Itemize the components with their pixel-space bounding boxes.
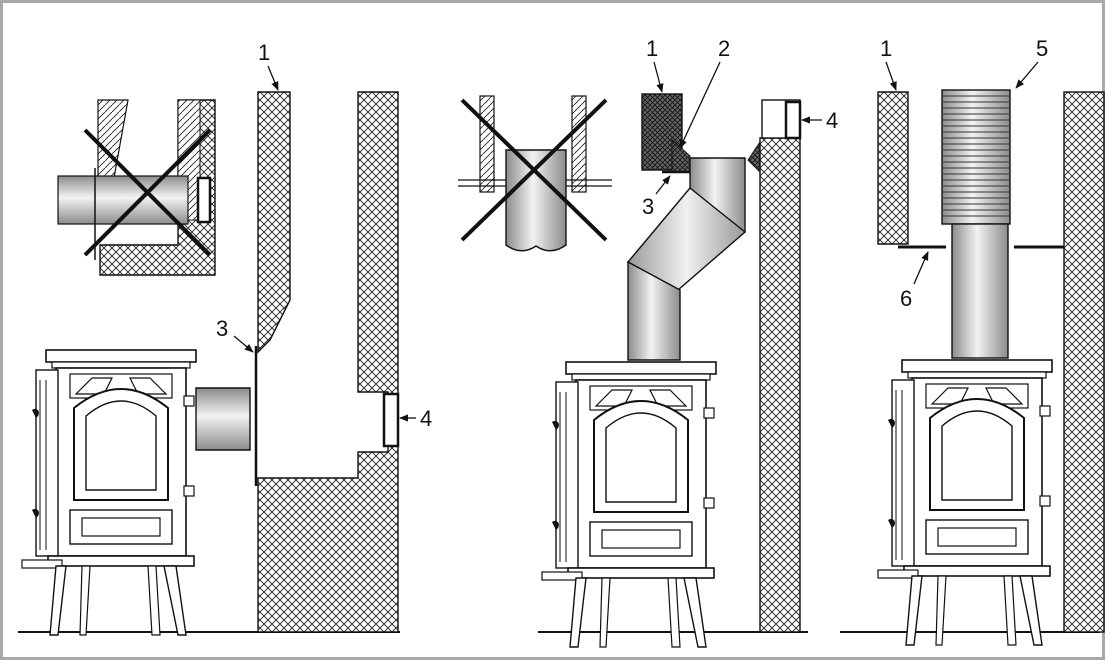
leader-2-middle — [679, 61, 721, 149]
crossed-detail-middle — [458, 95, 612, 252]
leader-1-left — [267, 65, 279, 91]
label-1-right: 1 — [880, 36, 892, 61]
flexible-liner-right — [941, 89, 1011, 225]
chimney-wall-right — [257, 91, 399, 633]
label-3-middle: 3 — [642, 194, 654, 219]
label-4-middle: 4 — [826, 108, 838, 133]
flue-pipe-right — [951, 223, 1009, 359]
leader-1-right — [885, 61, 897, 91]
label-2-middle: 2 — [718, 36, 730, 61]
panel-left: 1 3 4 — [18, 40, 432, 636]
leader-3-left — [233, 335, 254, 353]
label-3-left: 3 — [216, 316, 228, 341]
label-1-left: 1 — [258, 40, 270, 65]
leader-6-right — [913, 251, 929, 285]
chimney-wall-middle — [759, 137, 801, 633]
label-6-right: 6 — [900, 286, 912, 311]
pipe-bottom-middle — [627, 260, 681, 361]
chimney-wall-right-panel — [1063, 91, 1105, 633]
crossed-detail-left — [57, 99, 216, 276]
leader-1-middle — [653, 61, 664, 93]
chimney-wall-left — [257, 91, 291, 354]
leader-5-right — [1015, 61, 1039, 89]
cleanout-door-left — [382, 392, 400, 448]
ceiling-block-right — [877, 91, 909, 245]
label-1-middle: 1 — [646, 36, 658, 61]
panel-right: 1 5 6 — [840, 36, 1105, 646]
leader-3-middle — [655, 175, 671, 195]
flue-pipe-left — [195, 387, 251, 451]
label-5-right: 5 — [1036, 36, 1048, 61]
label-4-left: 4 — [420, 406, 432, 431]
cleanout-door-middle — [784, 100, 802, 140]
panel-middle: 1 2 3 4 — [458, 36, 838, 648]
